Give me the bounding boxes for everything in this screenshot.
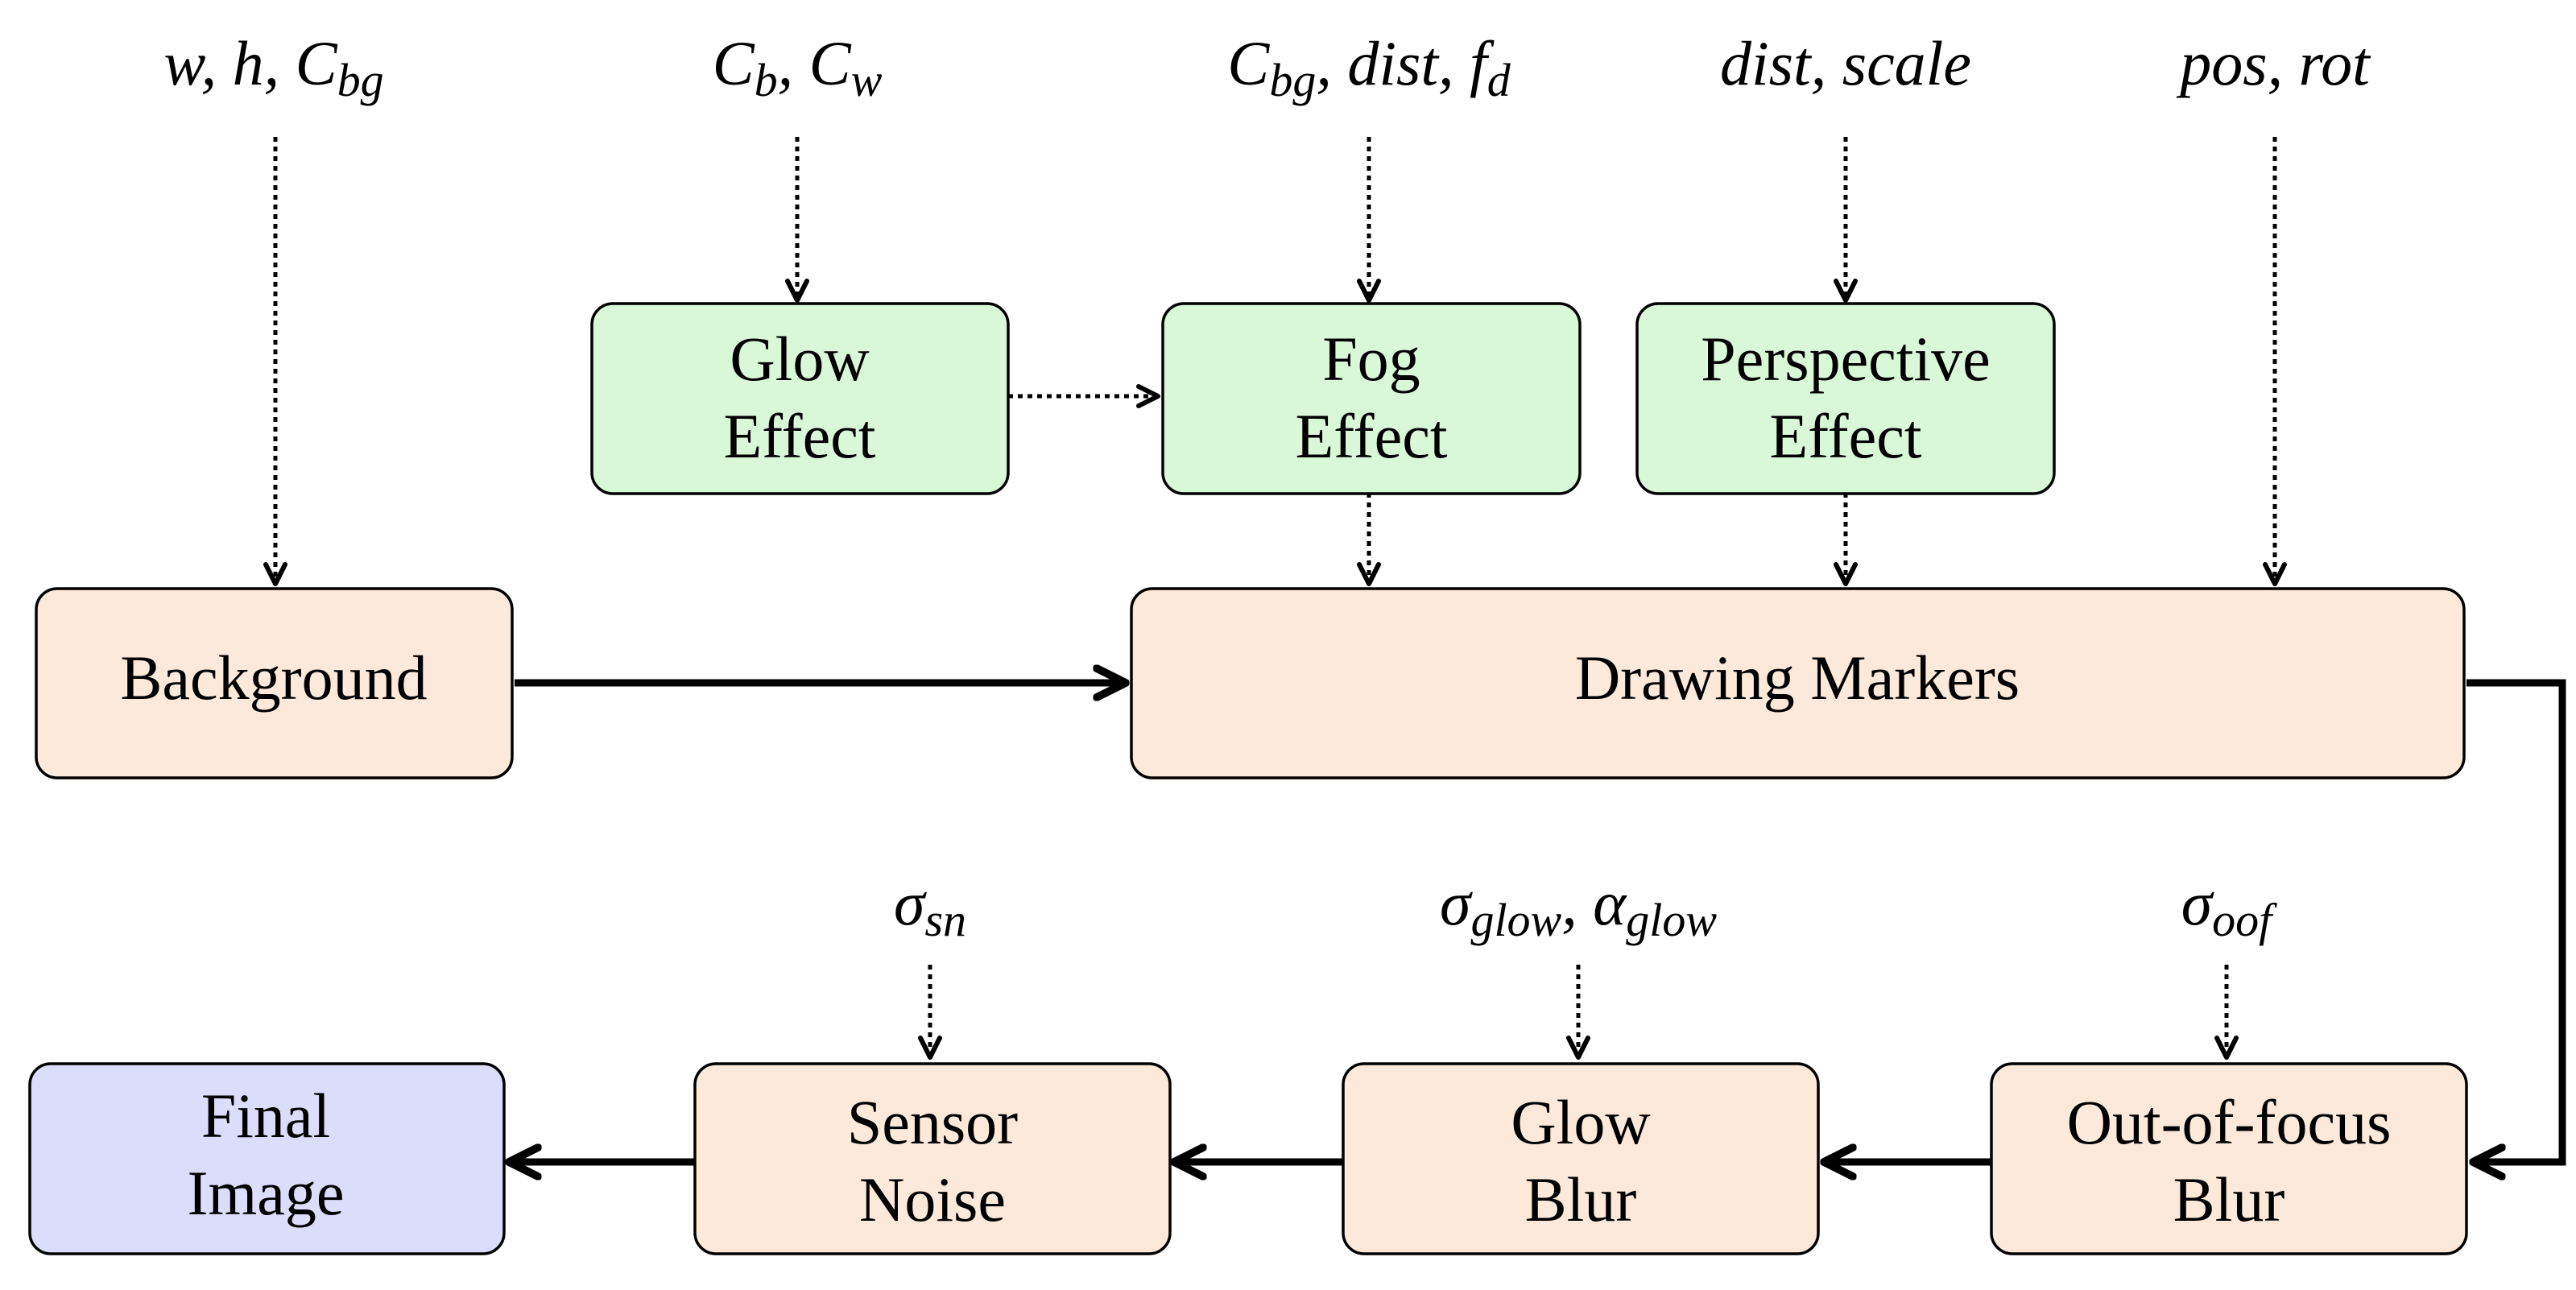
perspective-effect-rect xyxy=(1635,302,2056,495)
glow-effect-label-line2: Effect xyxy=(723,401,875,471)
fog-effect-label-line2: Effect xyxy=(1295,401,1447,471)
param-label-background: w, h, Cbg xyxy=(163,28,383,106)
param-label-glow-effect: Cb, Cw xyxy=(713,28,883,106)
sensor-noise-rect xyxy=(693,1062,1172,1255)
final-image-label-line1: Final xyxy=(201,1081,330,1151)
out-of-focus-blur-rect xyxy=(1990,1062,2468,1255)
drawing-markers-label: Drawing Markers xyxy=(1575,643,2020,713)
glow-blur-label-line1: Glow xyxy=(1511,1087,1650,1157)
glow-blur-label-line2: Blur xyxy=(1525,1164,1637,1234)
glow-blur-box: Glow Blur xyxy=(1342,1062,1820,1255)
perspective-effect-label-line1: Perspective xyxy=(1701,324,1991,394)
param-label-glow-blur: σglow, αglow xyxy=(1440,868,1717,946)
background-label: Background xyxy=(120,643,427,713)
perspective-effect-label-line2: Effect xyxy=(1769,401,1921,471)
sensor-noise-box: Sensor Noise xyxy=(693,1062,1172,1255)
glow-effect-label-line1: Glow xyxy=(730,324,869,394)
fog-effect-label-line1: Fog xyxy=(1322,324,1420,394)
perspective-effect-box: Perspective Effect xyxy=(1635,302,2056,495)
sensor-noise-label-line1: Sensor xyxy=(847,1087,1018,1157)
background-rect xyxy=(35,587,514,779)
fog-effect-rect xyxy=(1161,302,1582,495)
final-image-box: Final Image xyxy=(28,1062,506,1255)
drawing-markers-box: Drawing Markers xyxy=(1130,587,2466,779)
background-box: Background xyxy=(35,587,514,779)
param-label-perspective-effect: dist, scale xyxy=(1720,28,1971,98)
out-of-focus-blur-box: Out-of-focus Blur xyxy=(1990,1062,2468,1255)
final-image-label-line2: Image xyxy=(188,1158,345,1228)
param-label-sensor-noise: σsn xyxy=(894,868,966,946)
out-of-focus-blur-label-line1: Out-of-focus xyxy=(2067,1087,2392,1157)
final-image-rect xyxy=(28,1062,506,1255)
glow-blur-rect xyxy=(1342,1062,1820,1255)
param-label-drawing-markers: pos, rot xyxy=(2176,28,2371,98)
glow-effect-box: Glow Effect xyxy=(590,302,1010,495)
arrow-drawing-markers-to-out-of-focus xyxy=(2466,679,2566,1162)
param-label-out-of-focus-blur: σoof xyxy=(2181,868,2277,946)
out-of-focus-blur-label-line2: Blur xyxy=(2173,1164,2285,1234)
fog-effect-box: Fog Effect xyxy=(1161,302,1582,495)
drawing-markers-rect xyxy=(1130,587,2466,779)
param-label-fog-effect: Cbg, dist, fd xyxy=(1227,28,1511,106)
sensor-noise-label-line2: Noise xyxy=(859,1164,1006,1234)
glow-effect-rect xyxy=(590,302,1010,495)
